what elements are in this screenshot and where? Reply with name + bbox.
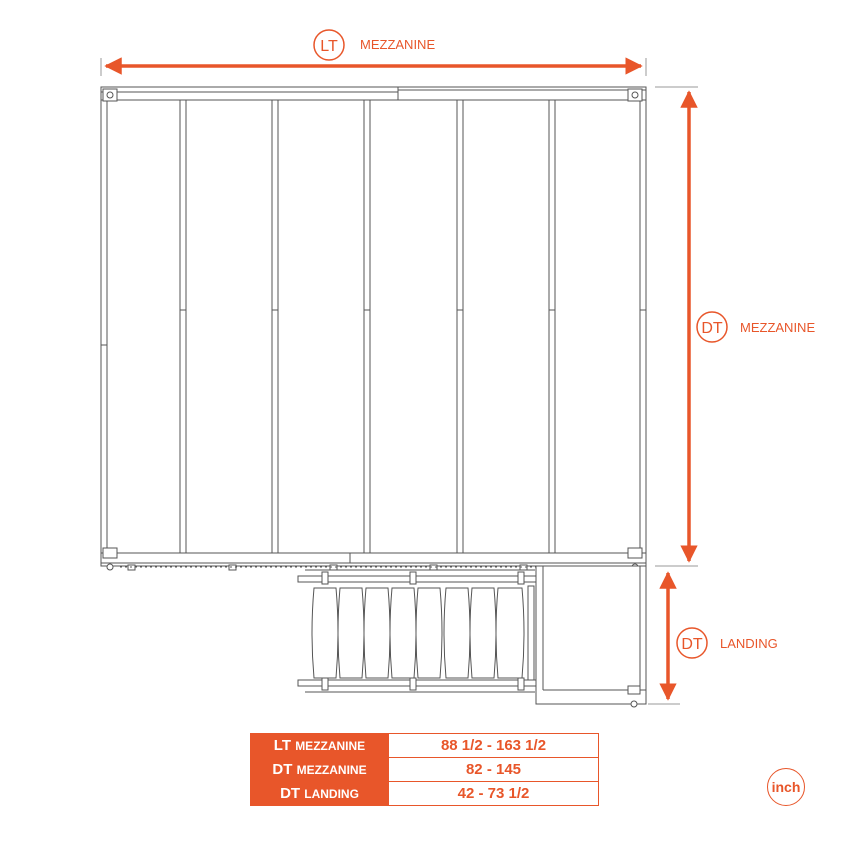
corner-posts [102,88,643,571]
dt-landing-dimension: DT LANDING [648,571,778,705]
spec-value-lt-mezzanine: 88 1/2 - 163 1/2 [388,733,599,758]
unit-badge: inch [767,768,805,806]
joists [101,99,646,554]
lt-mezzanine-label: MEZZANINE [360,37,435,52]
spec-code: DT [272,761,293,778]
dt-landing-badge [676,627,708,659]
spec-key-dt-landing: DT LANDING [250,781,389,806]
spec-code: DT [280,785,301,802]
dt-landing-label: LANDING [720,636,778,651]
stair-treads [311,585,535,681]
spec-key-lt-mezzanine: LT MEZZANINE [250,733,389,758]
mezzanine-platform [100,86,647,571]
dt-mezzanine-label: MEZZANINE [740,320,815,335]
landing-platform [535,565,647,708]
spec-label: MEZZANINE [296,763,367,777]
lt-mezzanine-dimension: LT MEZZANINE [100,29,647,76]
dt-landing-code: DT [681,636,703,653]
lt-mezzanine-code: LT [320,38,338,55]
spec-label: LANDING [304,787,359,801]
dt-mezzanine-badge [696,311,728,343]
spec-label: MEZZANINE [295,739,366,753]
spec-row-dt-landing: DT LANDING 42 - 73 1/2 [250,781,599,806]
dimension-spec-table: LT MEZZANINE 88 1/2 - 163 1/2 DT MEZZANI… [250,733,599,806]
dt-mezzanine-dimension: DT MEZZANINE [655,86,815,567]
spec-row-lt-mezzanine: LT MEZZANINE 88 1/2 - 163 1/2 [250,733,599,758]
spec-value-dt-mezzanine: 82 - 145 [388,757,599,782]
lt-badge [313,29,345,61]
dt-mezzanine-code: DT [701,320,723,337]
staircase [297,569,537,693]
spec-key-dt-mezzanine: DT MEZZANINE [250,757,389,782]
spec-value-dt-landing: 42 - 73 1/2 [388,781,599,806]
spec-code: LT [273,737,292,754]
spec-row-dt-mezzanine: DT MEZZANINE 82 - 145 [250,757,599,782]
